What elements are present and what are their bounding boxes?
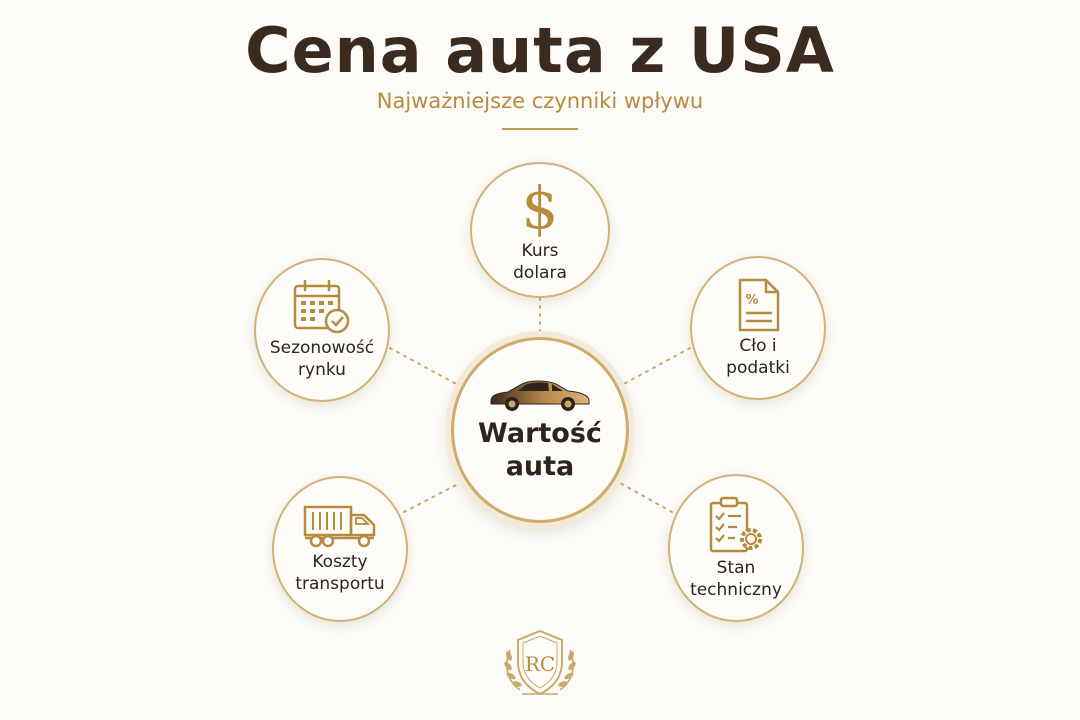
factor-label-sezon: Sezonowość rynku: [269, 338, 375, 380]
factor-node-clo: % Cło i podatki: [690, 256, 826, 400]
center-node: Wartość auta: [451, 337, 629, 523]
dollar-icon: $: [522, 176, 559, 238]
truck-icon: [303, 505, 376, 548]
connector-sezon: [389, 347, 459, 386]
factor-label-clo: Cło i podatki: [726, 336, 790, 378]
connector-clo: [621, 347, 691, 386]
factor-label-kurs: Kurs dolara: [513, 241, 567, 283]
connector-stan: [619, 482, 673, 513]
connector-transport: [403, 481, 463, 513]
factor-node-sezon: Sezonowość rynku: [254, 258, 390, 402]
page-subtitle: Najważniejsze czynniki wpływu: [376, 89, 704, 113]
svg-text:$: $: [522, 176, 559, 238]
factor-label-transport: Koszty transportu: [295, 552, 385, 594]
center-label: Wartość auta: [478, 418, 602, 482]
svg-text:RC: RC: [525, 652, 555, 676]
calendar-check-icon: [293, 279, 350, 334]
percent-document-icon: %: [738, 278, 780, 332]
factor-label-stan: Stan techniczny: [690, 558, 782, 600]
factor-node-transport: Koszty transportu: [272, 476, 408, 622]
car-icon: [490, 380, 590, 411]
checklist-gear-icon: [709, 496, 762, 553]
factor-node-kurs: $ Kurs dolara: [470, 162, 610, 298]
svg-text:%: %: [745, 293, 758, 308]
shield-laurel-logo-icon: RC: [504, 629, 576, 696]
title-underline: [502, 128, 578, 130]
page-title: Cena auta z USA: [245, 14, 835, 87]
factor-node-stan: Stan techniczny: [668, 474, 804, 622]
